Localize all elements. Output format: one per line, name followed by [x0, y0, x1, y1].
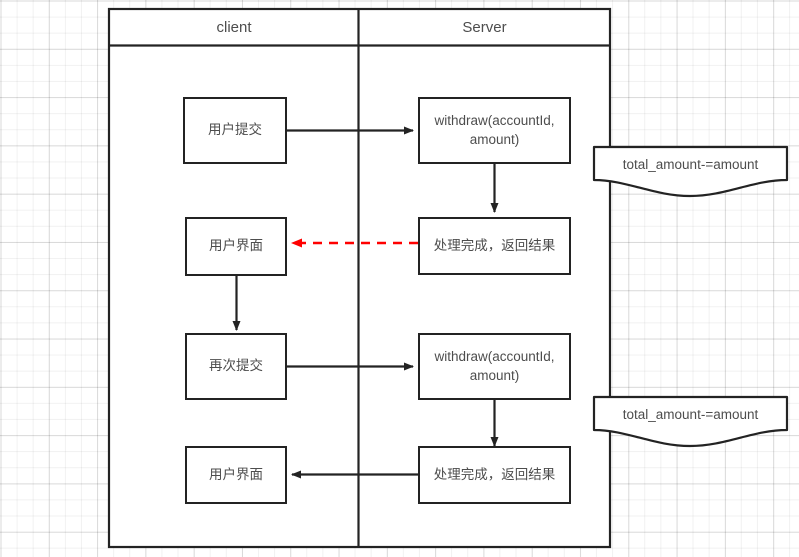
node-user-submit[interactable]: 用户提交	[183, 97, 287, 164]
lane-title-client: client	[216, 19, 252, 36]
node-withdraw-call-1[interactable]: withdraw(accountId, amount)	[418, 97, 571, 164]
note-shape-total-amount-2	[592, 395, 789, 448]
node-user-interface-2[interactable]: 用户界面	[185, 446, 287, 504]
node-resubmit[interactable]: 再次提交	[185, 333, 287, 400]
node-process-complete-1[interactable]: 处理完成，返回结果	[418, 217, 571, 275]
note-shape-total-amount-1	[592, 145, 789, 198]
node-user-interface-1[interactable]: 用户界面	[185, 217, 287, 276]
lane-title-server: Server	[462, 19, 507, 36]
node-process-complete-2[interactable]: 处理完成，返回结果	[418, 446, 571, 504]
node-withdraw-call-2[interactable]: withdraw(accountId, amount)	[418, 333, 571, 400]
